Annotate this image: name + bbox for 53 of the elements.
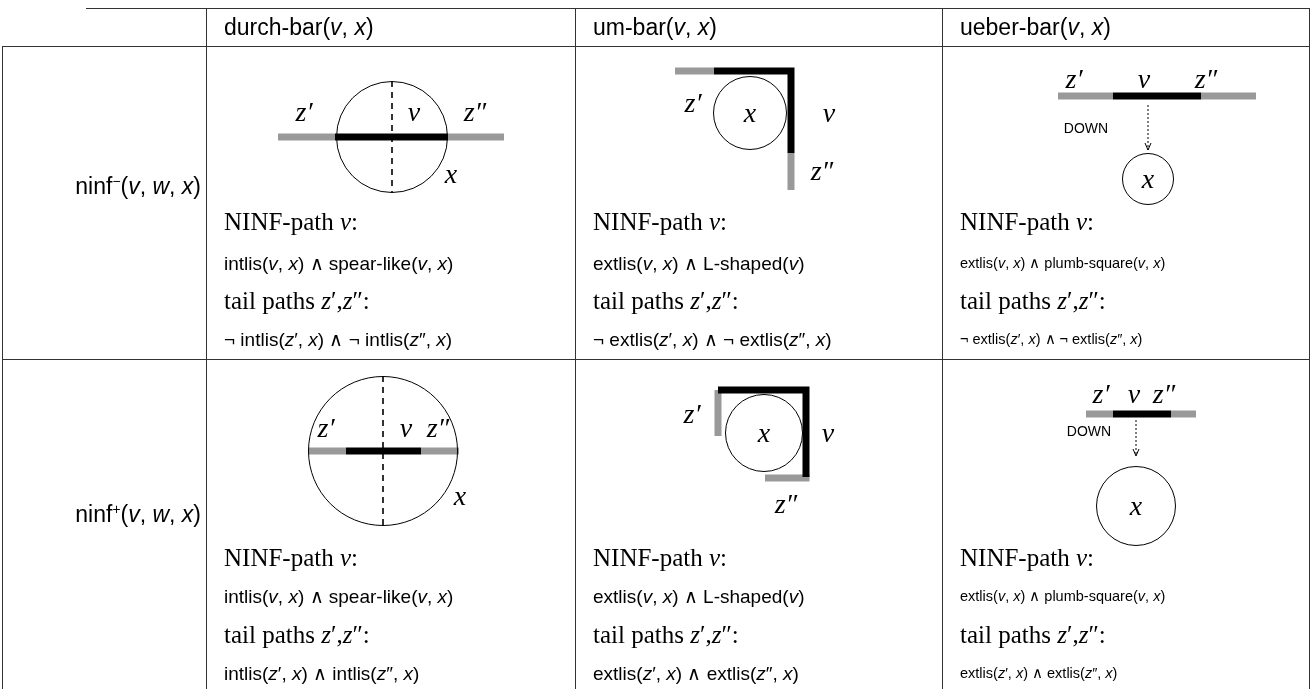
path-heading: tail paths z′,z″: bbox=[224, 620, 370, 650]
column-header: ueber-bar(v, x) bbox=[960, 14, 1111, 42]
variable-label: x bbox=[453, 482, 467, 510]
variable-label: z′ bbox=[317, 414, 335, 442]
formula: intlis(v, x) ∧ spear-like(v, x) bbox=[224, 585, 454, 609]
variable-label: z′ bbox=[295, 98, 313, 126]
formula: ¬ intlis(z′, x) ∧ ¬ intlis(z″, x) bbox=[224, 328, 453, 352]
variable-label: v bbox=[399, 414, 413, 442]
column-header: durch-bar(v, x) bbox=[224, 14, 374, 42]
path-heading: tail paths z′,z″: bbox=[960, 286, 1106, 316]
formula: extlis(z′, x) ∧ extlis(z″, x) bbox=[593, 662, 799, 686]
variable-label: v bbox=[821, 419, 835, 447]
path-heading: NINF-path v: bbox=[960, 207, 1095, 237]
variable-label: v bbox=[822, 99, 836, 127]
path-heading: NINF-path v: bbox=[224, 207, 359, 237]
variable-label: z″ bbox=[463, 98, 487, 126]
variable-label: x bbox=[757, 419, 771, 447]
variable-label: z′ bbox=[683, 400, 701, 428]
formula: extlis(v, x) ∧ L-shaped(v) bbox=[593, 252, 805, 276]
path-heading: tail paths z′,z″: bbox=[593, 620, 739, 650]
path-heading: tail paths z′,z″: bbox=[960, 620, 1106, 650]
path-heading: NINF-path v: bbox=[593, 543, 728, 573]
column-header: um-bar(v, x) bbox=[593, 14, 717, 42]
variable-label: z″ bbox=[1152, 380, 1176, 408]
path-heading: NINF-path v: bbox=[960, 543, 1095, 573]
formula: extlis(v, x) ∧ plumb-square(v, x) bbox=[960, 588, 1166, 606]
variable-label: z″ bbox=[1194, 65, 1218, 93]
formula: intlis(v, x) ∧ spear-like(v, x) bbox=[224, 252, 454, 276]
formula: ¬ extlis(z′, x) ∧ ¬ extlis(z″, x) bbox=[960, 331, 1143, 349]
formula: extlis(v, x) ∧ plumb-square(v, x) bbox=[960, 255, 1166, 273]
path-heading: tail paths z′,z″: bbox=[224, 286, 370, 316]
variable-label: z′ bbox=[1092, 380, 1110, 408]
variable-label: z′ bbox=[1065, 65, 1083, 93]
variable-label: x bbox=[1129, 492, 1143, 520]
variable-label: x bbox=[1141, 165, 1155, 193]
variable-label: z′ bbox=[684, 89, 702, 117]
variable-label: v bbox=[1137, 65, 1151, 93]
variable-label: v bbox=[1127, 380, 1141, 408]
formula: ¬ extlis(z′, x) ∧ ¬ extlis(z″, x) bbox=[593, 328, 832, 352]
variable-label: z″ bbox=[426, 414, 450, 442]
formula: intlis(z′, x) ∧ intlis(z″, x) bbox=[224, 662, 420, 686]
variable-label: v bbox=[407, 98, 421, 126]
formula: extlis(v, x) ∧ L-shaped(v) bbox=[593, 585, 805, 609]
path-heading: NINF-path v: bbox=[593, 207, 728, 237]
row-header: ninf$^{+}$(v, w, x) bbox=[75, 501, 201, 529]
variable-label: x bbox=[743, 99, 757, 127]
row-header: ninf$^{−}$(v, w, x) bbox=[75, 173, 201, 201]
variable-label: z″ bbox=[774, 490, 798, 518]
formula: extlis(z′, x) ∧ extlis(z″, x) bbox=[960, 665, 1118, 683]
variable-label: z″ bbox=[810, 157, 834, 185]
variable-label: x bbox=[444, 160, 458, 188]
path-heading: NINF-path v: bbox=[224, 543, 359, 573]
path-heading: tail paths z′,z″: bbox=[593, 286, 739, 316]
